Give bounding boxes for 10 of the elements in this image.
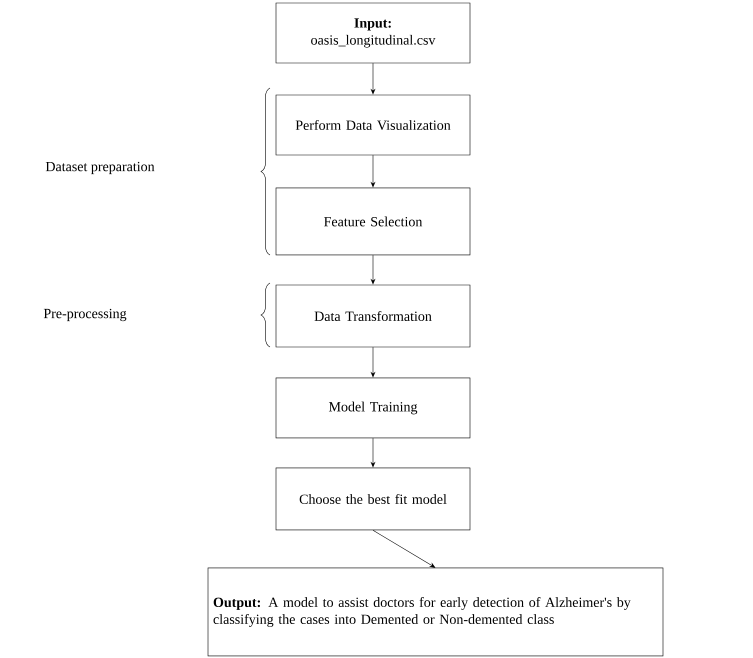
process-box: Choose the best fit model xyxy=(276,468,470,530)
group-label: Dataset preparation xyxy=(46,162,154,174)
group-label: Pre-processing xyxy=(44,308,126,322)
input-box: Input: oasis_longitudinal.csv xyxy=(276,2,470,64)
process-box: Model Training xyxy=(276,378,470,438)
output-box: Output: A model to assist doctors for early detection of Alzheimer's by classifying the cases into Demented or Non-demented class xyxy=(208,568,664,656)
process-box: Data Transformation xyxy=(276,284,470,348)
arrow xyxy=(372,530,436,568)
process-box: Feature Selection xyxy=(276,188,470,256)
process-box: Perform Data Visualization xyxy=(276,94,470,156)
